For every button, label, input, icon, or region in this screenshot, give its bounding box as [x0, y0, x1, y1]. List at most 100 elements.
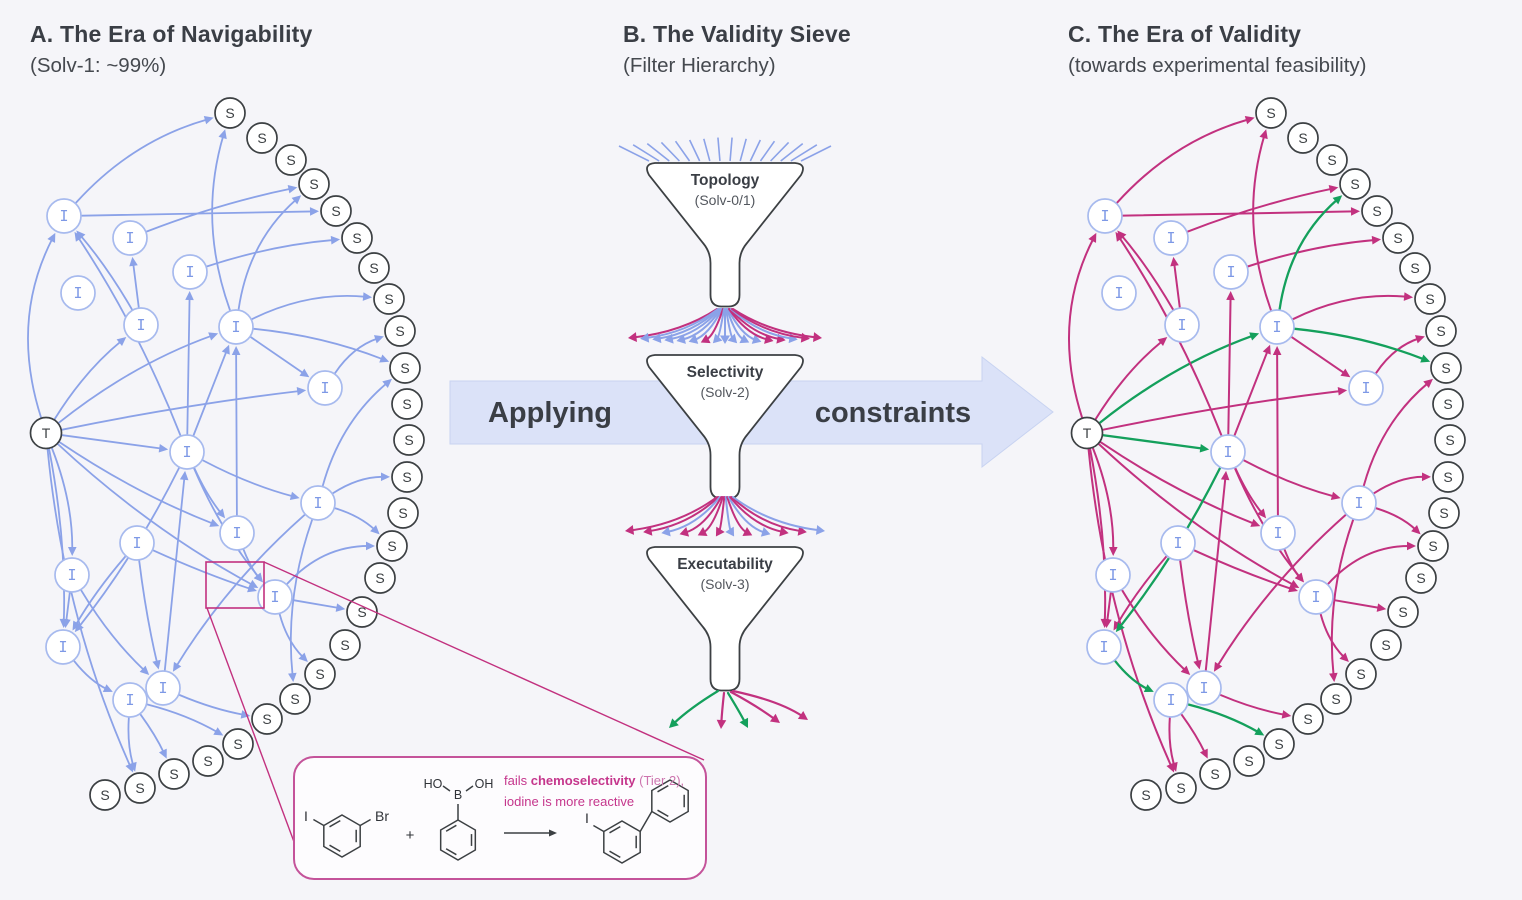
label-bromine: Br — [375, 808, 389, 824]
node-s — [387, 497, 419, 529]
arrowhead — [1244, 115, 1255, 125]
edge — [666, 496, 721, 533]
ray — [618, 145, 650, 162]
node-s — [1417, 530, 1449, 562]
node-i — [1260, 515, 1296, 551]
arrowhead — [379, 354, 390, 363]
edge — [192, 349, 228, 437]
edge — [186, 296, 191, 435]
node-letter: S — [1416, 570, 1425, 586]
arrowhead — [209, 518, 220, 527]
arrowhead — [716, 719, 727, 729]
node-s — [222, 728, 254, 760]
arrowhead — [797, 710, 808, 720]
arrowhead — [1337, 387, 1348, 396]
arrowhead — [760, 527, 771, 537]
panel-a-subtitle: (Solv-1: ~99%) — [30, 54, 167, 77]
node-s — [1361, 195, 1393, 227]
arrowhead — [1340, 368, 1351, 378]
edge — [58, 441, 215, 525]
edge — [235, 351, 238, 516]
node-letter: S — [135, 780, 144, 796]
edge — [1121, 589, 1187, 672]
edge — [152, 549, 252, 590]
node-letter: I — [125, 229, 134, 247]
arrowhead — [688, 334, 699, 344]
edge — [334, 507, 376, 531]
edge — [1114, 659, 1150, 691]
node-letter: S — [357, 604, 366, 620]
funnel-selectivity-solv: (Solv-2) — [700, 384, 750, 400]
arrowhead — [1421, 472, 1432, 482]
node-s — [1339, 168, 1371, 200]
funnel-executability-solv: (Solv-3) — [700, 576, 750, 592]
arrowhead — [1157, 337, 1168, 347]
arrowhead — [1339, 652, 1349, 663]
edge — [206, 239, 335, 268]
node-s — [1199, 758, 1231, 790]
arrowhead — [216, 508, 226, 519]
node-letter: I — [320, 379, 329, 397]
arrowhead — [1294, 572, 1304, 583]
label-ho: HO — [424, 777, 443, 791]
edge — [1173, 262, 1181, 309]
ray — [646, 142, 670, 162]
edge — [332, 475, 385, 495]
node-letter: I — [1199, 679, 1208, 697]
arrowhead — [742, 527, 753, 536]
node-letter: S — [1381, 637, 1390, 653]
node-s — [346, 596, 378, 628]
edge — [1276, 351, 1279, 516]
arrowhead — [725, 526, 735, 537]
ring-phenylboronic — [439, 819, 477, 861]
node-s — [1292, 703, 1324, 735]
edge — [629, 496, 718, 532]
edge — [1319, 613, 1346, 659]
node-i — [169, 434, 205, 470]
edge — [291, 599, 340, 609]
edge — [178, 694, 245, 716]
node-s — [393, 424, 425, 456]
node-i — [307, 370, 343, 406]
node-letter: I — [1273, 524, 1282, 542]
arrowhead — [213, 727, 224, 736]
node-letter: S — [1244, 753, 1253, 769]
arrowhead — [1250, 518, 1261, 527]
edge — [73, 660, 109, 691]
ray — [674, 140, 691, 162]
node-i — [1186, 670, 1222, 706]
node-s — [384, 315, 416, 347]
node-s — [341, 222, 373, 254]
node-letter: S — [398, 505, 407, 521]
edge — [729, 496, 784, 533]
edge — [729, 308, 781, 341]
edge — [732, 308, 818, 339]
node-i — [1160, 525, 1196, 561]
arrowhead — [1199, 443, 1210, 453]
arrowhead — [1257, 508, 1267, 519]
edge — [251, 295, 367, 320]
arrowhead — [1328, 185, 1339, 194]
arrowhead — [287, 185, 298, 194]
bond — [442, 785, 451, 792]
edge — [237, 198, 298, 311]
node-letter: I — [1311, 588, 1320, 606]
edge — [1186, 187, 1334, 233]
edge — [1168, 716, 1176, 767]
edge — [61, 434, 163, 450]
arrowhead — [1329, 672, 1338, 683]
arrowhead — [139, 665, 150, 675]
double-bond — [329, 819, 341, 828]
edge — [657, 308, 720, 340]
arrowhead — [1254, 727, 1265, 736]
edge — [1092, 447, 1115, 551]
arrowhead — [549, 829, 557, 837]
edge — [139, 713, 165, 754]
arrowhead — [769, 713, 780, 723]
arrowhead — [1169, 761, 1178, 772]
arrowhead — [373, 335, 384, 344]
edge — [27, 237, 54, 419]
edge — [730, 308, 793, 340]
edge — [211, 134, 231, 311]
